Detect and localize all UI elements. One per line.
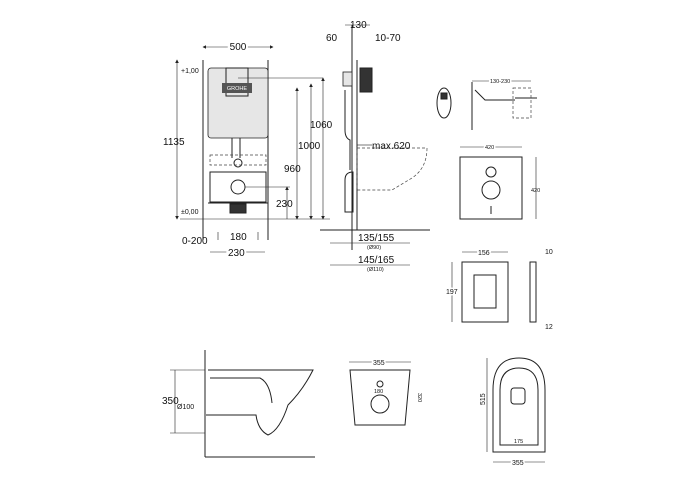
dimension-label: 156: [478, 250, 490, 257]
dimension-label: (Ø90): [367, 245, 381, 251]
dimension-label: GROHE: [227, 86, 248, 92]
dimension-label: 230: [276, 199, 293, 210]
dimension-label: 500: [230, 42, 247, 53]
dimension-label: 0-200: [182, 236, 208, 247]
dimension-label: 1000: [298, 141, 321, 152]
dimension-label: 197: [446, 289, 458, 296]
dimension-label: +1,00: [181, 68, 199, 75]
dimension-label: 355: [373, 360, 385, 367]
frame-side-view: 130 60 10-70 max.620 135/155 (Ø90) 145/1…: [320, 20, 430, 273]
dimension-label: 180: [374, 389, 383, 395]
dimension-label: 320: [416, 393, 422, 402]
dimension-label: 10: [545, 249, 553, 256]
dimension-label: 420: [485, 145, 494, 151]
dimension-label: 130-230: [490, 79, 510, 85]
toilet-back-view: 355 180 320: [349, 359, 422, 426]
dimension-label: 960: [284, 164, 301, 175]
toilet-top-view: 515 355 175: [480, 357, 546, 469]
dimension-label: Ø100: [177, 404, 194, 411]
dimension-label: (Ø110): [367, 267, 384, 273]
toilet-side-view: 350 Ø100: [162, 350, 315, 458]
front-dimensions: 500 1135 +1,00 ±0,00 1060 1000 960 230 0…: [163, 40, 333, 261]
dimension-label: 1060: [310, 120, 333, 131]
dimension-label: 355: [512, 460, 524, 467]
dimension-label: 180: [230, 232, 247, 243]
dimension-label: 230: [228, 248, 245, 259]
dimension-label: max.620: [372, 141, 411, 152]
sound-insulation-pad: 420 420: [459, 144, 540, 220]
dimension-label: 145/165: [358, 255, 395, 266]
frame-front-view: GROHE: [202, 60, 269, 240]
dimension-label: 10-70: [375, 33, 401, 44]
dimension-label: 515: [480, 393, 487, 405]
dimension-label: ±0,00: [181, 209, 199, 216]
grohe-logo: [222, 83, 252, 93]
dimension-label: 175: [514, 439, 523, 445]
flush-plate: 156 197 10 12: [445, 249, 553, 332]
dimension-label: 1135: [163, 137, 185, 148]
dimension-label: 12: [545, 324, 553, 331]
dimension-label: 350: [162, 396, 179, 407]
dimension-label: 130: [350, 20, 367, 31]
dimension-label: 135/155: [358, 233, 395, 244]
dimension-label: 60: [326, 33, 338, 44]
wall-bracket-detail: 130-230: [436, 78, 537, 130]
dimension-label: 420: [531, 188, 540, 194]
